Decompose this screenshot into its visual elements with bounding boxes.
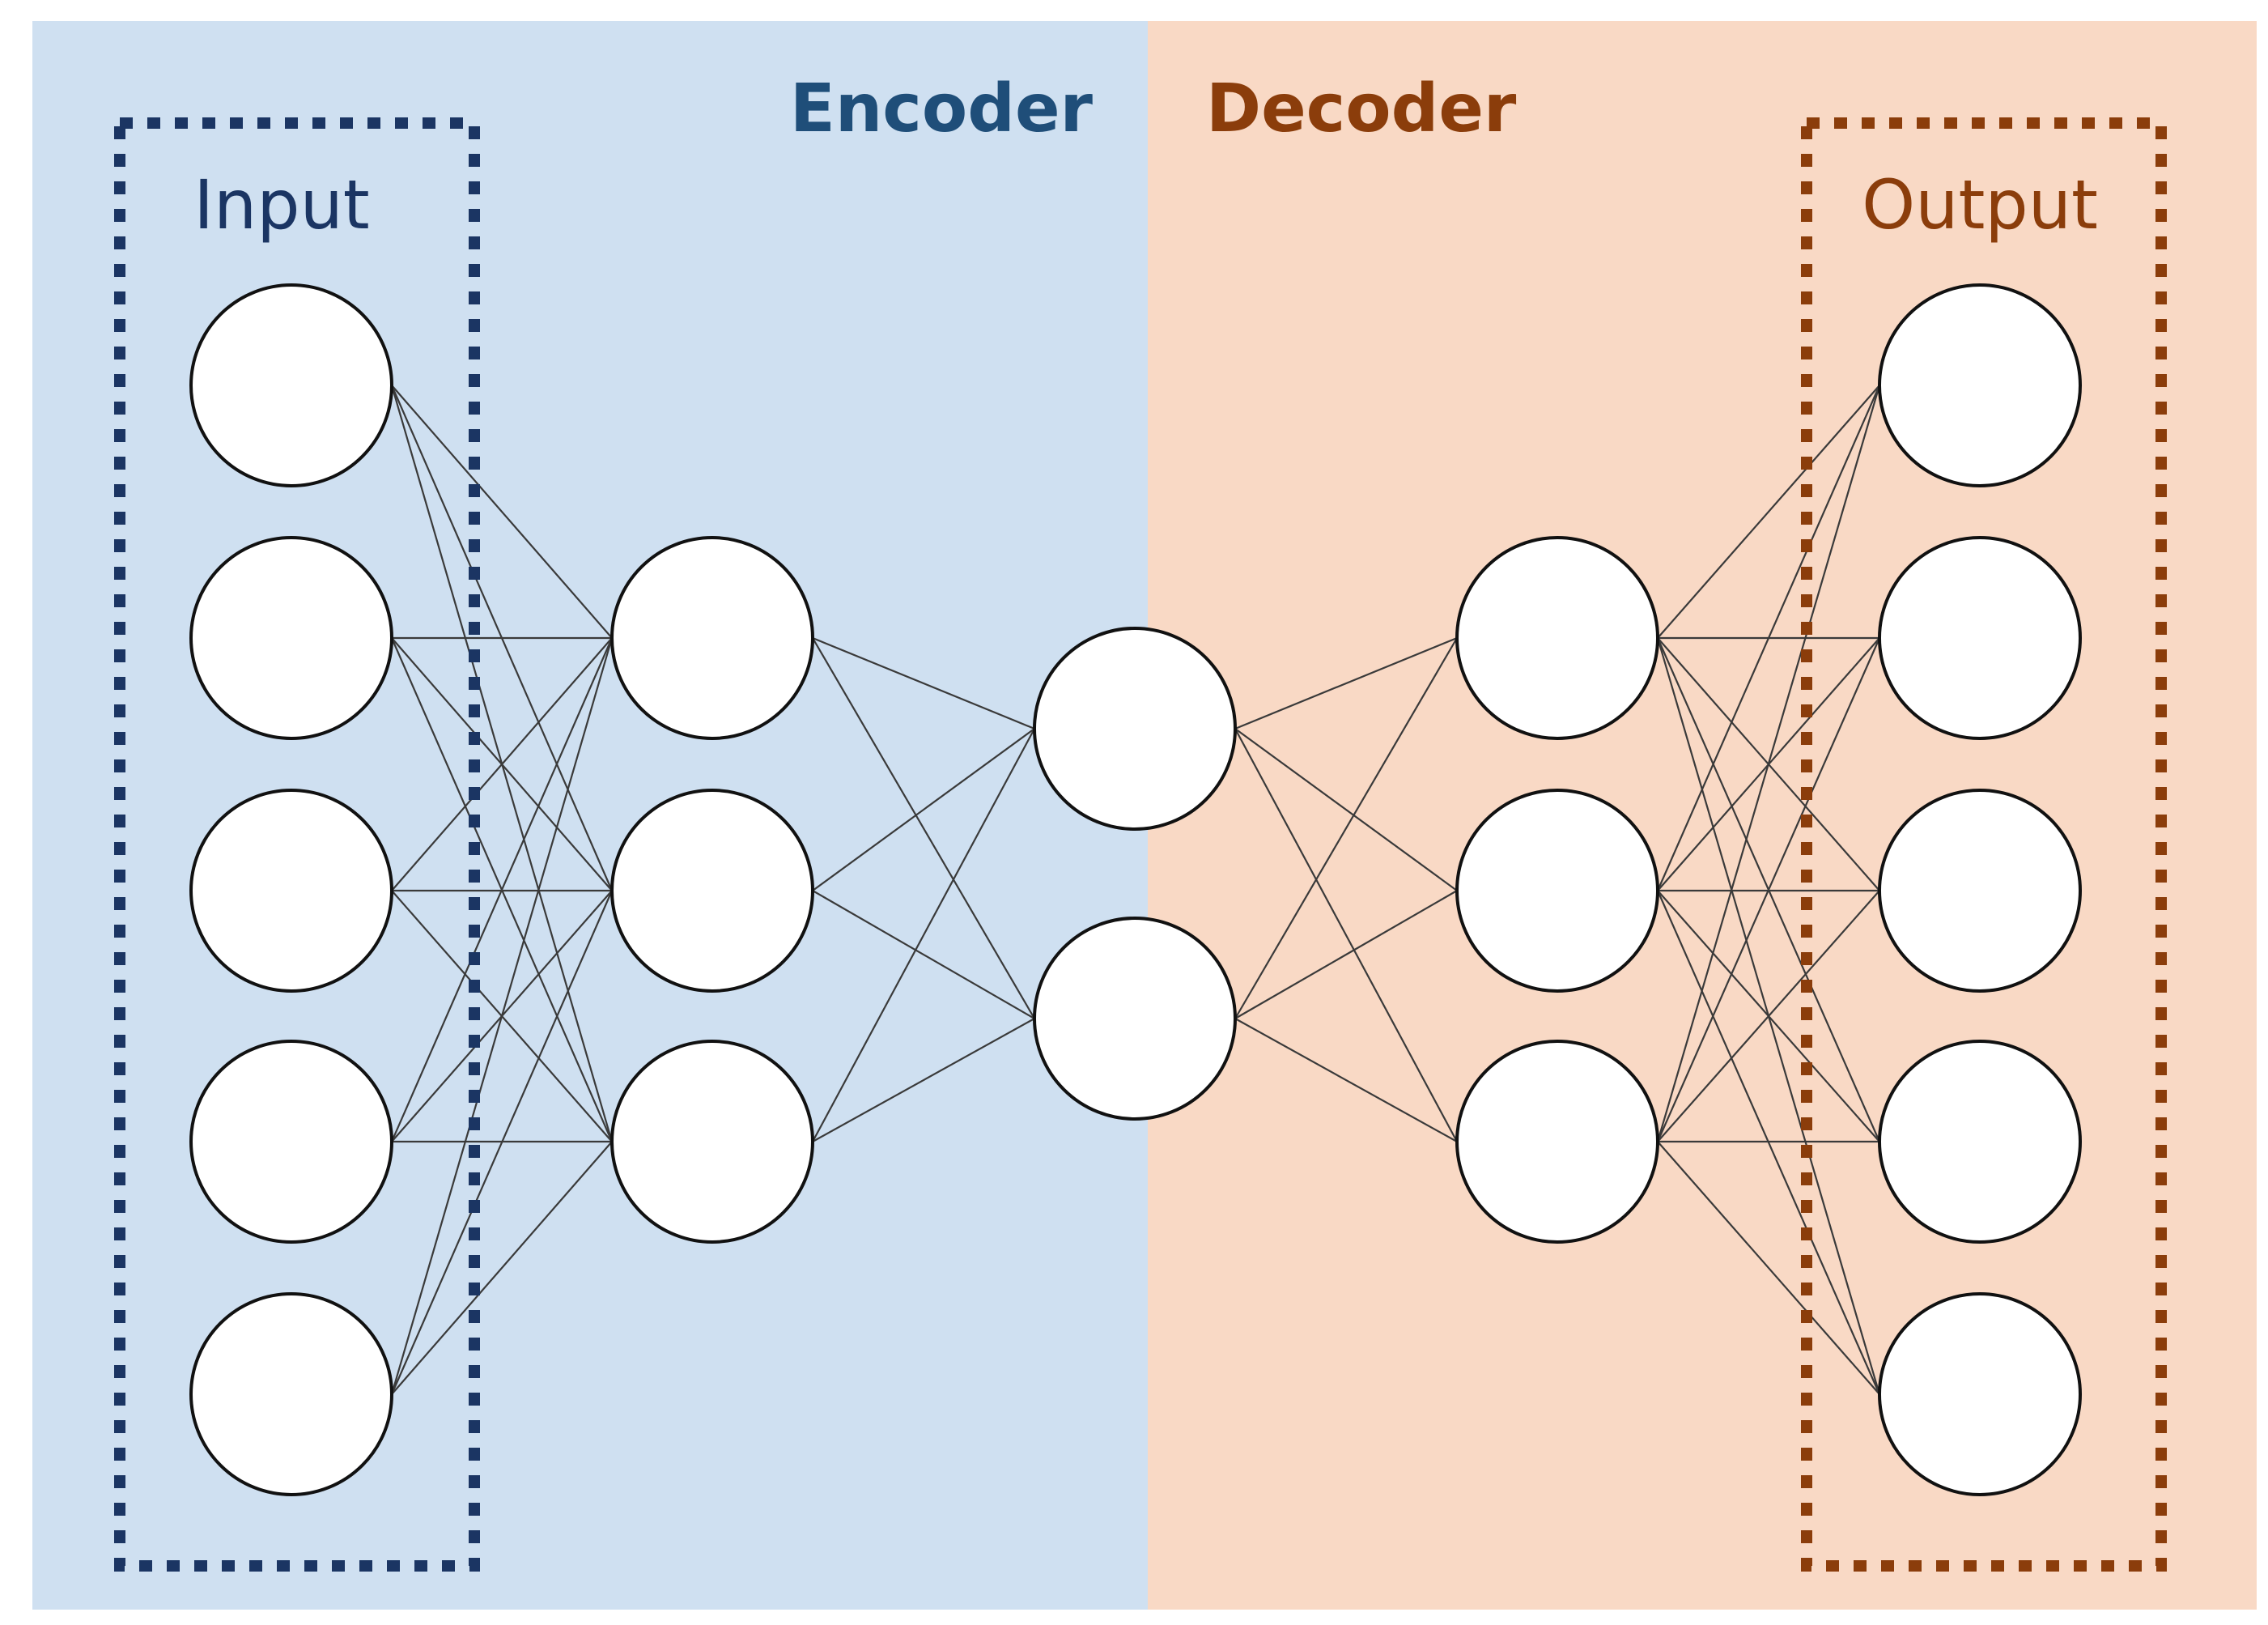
connection-input-1-to-encoder-hidden-1 bbox=[391, 385, 613, 639]
connection-decoder-hidden-2-to-output-1 bbox=[1656, 385, 1881, 891]
output-neuron-2 bbox=[1878, 536, 2082, 740]
connection-bottleneck-1-to-decoder-hidden-2 bbox=[1234, 728, 1458, 891]
connection-bottleneck-1-to-decoder-hidden-3 bbox=[1234, 728, 1458, 1142]
encoder-hidden-neuron-3 bbox=[610, 1040, 814, 1244]
output-group-box bbox=[1801, 117, 2167, 1572]
connection-bottleneck-2-to-decoder-hidden-3 bbox=[1234, 1018, 1458, 1142]
output-neuron-4 bbox=[1878, 1040, 2082, 1244]
output-label: Output bbox=[1862, 165, 2098, 245]
input-neuron-1 bbox=[189, 283, 393, 487]
neurons bbox=[189, 283, 2082, 1496]
bottleneck-neuron-1 bbox=[1033, 627, 1237, 831]
connection-input-5-to-encoder-hidden-2 bbox=[390, 890, 614, 1395]
bottleneck-neuron-2 bbox=[1033, 917, 1237, 1121]
connection-bottleneck-2-to-decoder-hidden-2 bbox=[1234, 890, 1458, 1019]
connection-bottleneck-1-to-decoder-hidden-1 bbox=[1234, 636, 1458, 730]
input-group-box bbox=[114, 117, 480, 1572]
connection-decoder-hidden-3-to-output-5 bbox=[1657, 1141, 1880, 1395]
input-neuron-2 bbox=[189, 536, 393, 740]
connection-input-5-to-encoder-hidden-1 bbox=[390, 637, 614, 1395]
connection-bottleneck-2-to-decoder-hidden-1 bbox=[1234, 637, 1458, 1019]
connection-decoder-hidden-3-to-output-1 bbox=[1656, 385, 1881, 1142]
encoder-hidden-neuron-2 bbox=[610, 789, 814, 993]
connection-encoder-hidden-1-to-bottleneck-2 bbox=[812, 637, 1035, 1019]
connection-decoder-hidden-3-to-output-3 bbox=[1657, 890, 1880, 1142]
decoder-background bbox=[1148, 21, 2257, 1610]
connection-encoder-hidden-3-to-bottleneck-1 bbox=[812, 728, 1035, 1142]
input-label: Input bbox=[193, 165, 370, 245]
connection-encoder-hidden-2-to-bottleneck-1 bbox=[812, 728, 1035, 891]
decoder-hidden-neuron-3 bbox=[1455, 1040, 1659, 1244]
decoder-title: Decoder bbox=[1206, 70, 1517, 147]
encoder-title: Encoder bbox=[790, 70, 1094, 147]
connection-input-5-to-encoder-hidden-3 bbox=[391, 1141, 613, 1395]
decoder-hidden-neuron-2 bbox=[1455, 789, 1659, 993]
input-neuron-3 bbox=[189, 789, 393, 993]
connection-input-3-to-encoder-hidden-1 bbox=[391, 637, 613, 891]
decoder-hidden-neuron-1 bbox=[1455, 536, 1659, 740]
input-neuron-5 bbox=[189, 1292, 393, 1496]
connection-encoder-hidden-3-to-bottleneck-2 bbox=[812, 1018, 1035, 1142]
output-neuron-1 bbox=[1878, 283, 2082, 487]
output-neuron-3 bbox=[1878, 789, 2082, 993]
connection-encoder-hidden-1-to-bottleneck-1 bbox=[812, 636, 1035, 730]
connections bbox=[390, 385, 1881, 1395]
connection-decoder-hidden-1-to-output-1 bbox=[1657, 385, 1880, 639]
connection-encoder-hidden-2-to-bottleneck-2 bbox=[812, 890, 1035, 1019]
encoder-hidden-neuron-1 bbox=[610, 536, 814, 740]
output-neuron-5 bbox=[1878, 1292, 2082, 1496]
input-neuron-4 bbox=[189, 1040, 393, 1244]
connection-decoder-hidden-3-to-output-2 bbox=[1656, 637, 1881, 1142]
connection-input-4-to-encoder-hidden-1 bbox=[390, 637, 614, 1142]
